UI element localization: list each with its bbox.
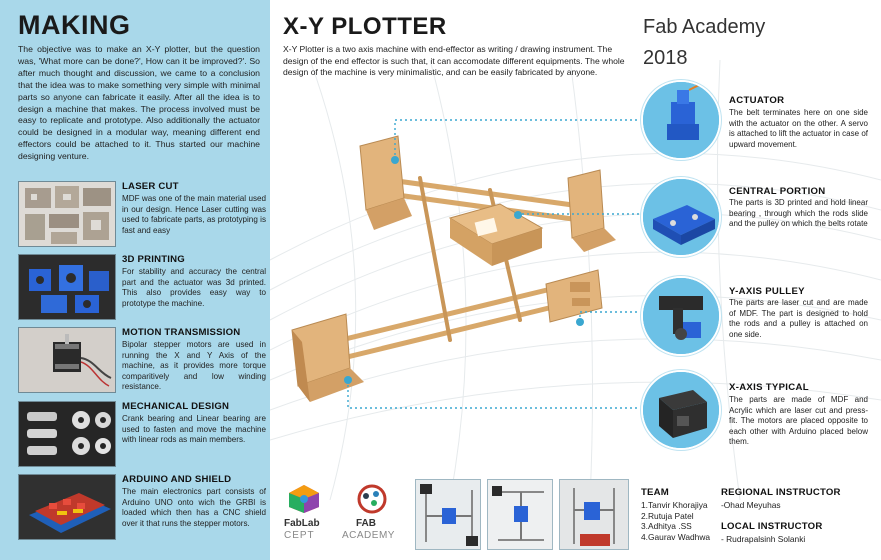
making-intro: The objective was to make an X-Y plotter… — [18, 44, 260, 162]
x-axis-typical-title: X-AXIS TYPICAL — [729, 382, 809, 393]
section-laser-cut: LASER CUT MDF was one of the main materi… — [18, 181, 266, 251]
laser-cut-body: MDF was one of the main material used in… — [122, 194, 266, 235]
plotter-photo-2 — [487, 479, 553, 550]
xy-plotter-illustration — [291, 135, 616, 402]
fablab-logo-icon — [289, 485, 319, 513]
local-instructor-block: LOCAL INSTRUCTOR - Rudrapalsinh Solanki — [721, 521, 876, 545]
team-member: 4.Gaurav Wadhwa — [641, 531, 711, 542]
mechanical-design-title: MECHANICAL DESIGN — [122, 401, 230, 412]
laser-cut-title: LASER CUT — [122, 181, 179, 192]
section-arduino-shield: ARDUINO AND SHIELD The main electronics … — [18, 474, 266, 544]
actuator-image — [641, 80, 721, 160]
fab-academy-logo: FAB ACADEMY — [342, 484, 412, 548]
plotter-photo-3 — [559, 479, 629, 550]
fab-academy-logo-icon — [357, 484, 387, 514]
motion-transmission-body: Bipolar stepper motors are used in runni… — [122, 340, 266, 392]
fab-academy-label: Fab Academy — [643, 16, 766, 38]
right-item-x-axis-typical: X-AXIS TYPICAL The parts are made of MDF… — [641, 370, 871, 470]
fab-academy-heading: Fab Academy 2018 — [643, 12, 765, 74]
academy-label: ACADEMY — [342, 530, 395, 541]
actuator-title: ACTUATOR — [729, 95, 785, 106]
right-item-y-axis-pulley: Y-AXIS PULLEY The parts are laser cut an… — [641, 276, 871, 376]
regional-instructor-block: REGIONAL INSTRUCTOR -Ohad Meyuhas — [721, 487, 876, 511]
3d-printing-title: 3D PRINTING — [122, 254, 185, 265]
mechanical-design-body: Crank bearing and Linear bearing are use… — [122, 414, 266, 445]
making-title: MAKING — [18, 10, 131, 40]
y-axis-pulley-title: Y-AXIS PULLEY — [729, 286, 805, 297]
regional-instructor-title: REGIONAL INSTRUCTOR — [721, 487, 841, 498]
3d-printing-body: For stability and accuracy the central p… — [122, 267, 266, 308]
arduino-shield-image — [18, 474, 116, 540]
plotter-photo-1 — [415, 479, 481, 550]
team-member: 2.Rutuja Patel — [641, 510, 694, 521]
regional-instructor-name: -Ohad Meyuhas — [721, 500, 781, 510]
arduino-shield-title: ARDUINO AND SHIELD — [122, 474, 232, 485]
fab-label: FAB — [356, 518, 376, 529]
left-panel: MAKING The objective was to make an X-Y … — [0, 0, 270, 560]
right-item-actuator: ACTUATOR The belt terminates here on one… — [641, 80, 871, 180]
x-axis-typical-image — [641, 370, 721, 450]
section-motion-transmission: MOTION TRANSMISSION Bipolar stepper moto… — [18, 327, 266, 397]
team-block: TEAM 1.Tanvir Khorajiya 2.Rutuja Patel 3… — [641, 487, 721, 542]
arduino-shield-body: The main electronics part consists of Ar… — [122, 487, 266, 528]
fab-academy-year: 2018 — [643, 47, 688, 69]
actuator-body: The belt terminates here on one side wit… — [729, 108, 868, 149]
laser-cut-image — [18, 181, 116, 247]
y-axis-pulley-body: The parts are laser cut and are made of … — [729, 298, 868, 339]
cept-label: CEPT — [284, 530, 315, 541]
fablab-cept-logo: FabLab CEPT — [284, 484, 324, 548]
motion-transmission-title: MOTION TRANSMISSION — [122, 327, 241, 338]
fablab-label: FabLab — [284, 518, 320, 529]
section-3d-printing: 3D PRINTING For stability and accuracy t… — [18, 254, 266, 324]
local-instructor-name: - Rudrapalsinh Solanki — [721, 534, 806, 544]
xy-plotter-description: X-Y Plotter is a two axis machine with e… — [283, 44, 625, 77]
y-axis-pulley-image — [641, 276, 721, 356]
central-portion-image — [641, 177, 721, 257]
mechanical-design-image — [18, 401, 116, 467]
callout-lines — [344, 119, 640, 409]
right-item-central-portion: CENTRAL PORTION The parts is 3D printed … — [641, 177, 871, 277]
x-axis-typical-body: The parts are made of MDF and Acrylic wh… — [729, 395, 868, 447]
central-portion-body: The parts is 3D printed and hold linear … — [729, 198, 868, 229]
central-portion-title: CENTRAL PORTION — [729, 186, 826, 197]
team-title: TEAM — [641, 487, 669, 498]
team-member: 3.Adhitya .SS — [641, 521, 692, 532]
section-mechanical-design: MECHANICAL DESIGN Crank bearing and Line… — [18, 401, 266, 471]
motion-transmission-image — [18, 327, 116, 393]
xy-plotter-title: X-Y PLOTTER — [283, 13, 447, 40]
3d-printing-image — [18, 254, 116, 320]
local-instructor-title: LOCAL INSTRUCTOR — [721, 521, 823, 532]
team-member: 1.Tanvir Khorajiya — [641, 500, 708, 510]
